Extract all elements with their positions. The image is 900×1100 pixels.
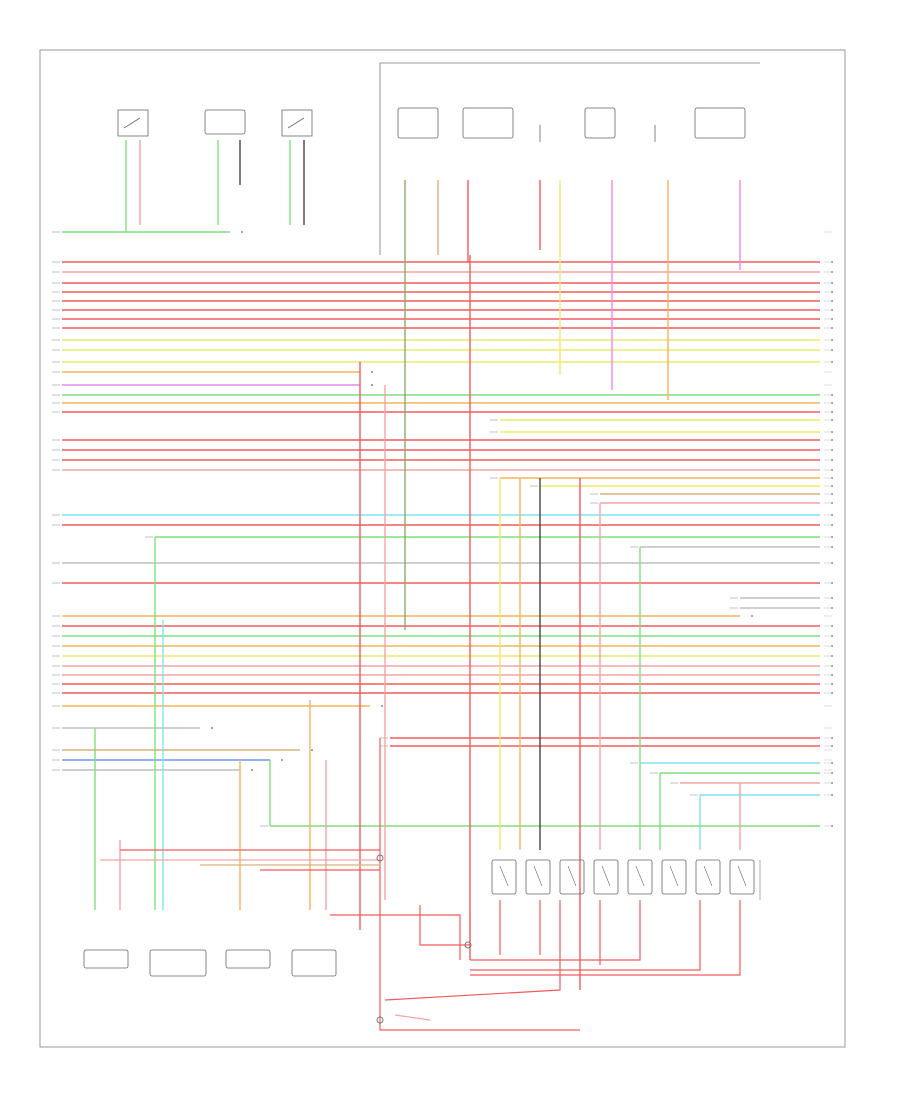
sensor-bottom-4	[291, 949, 337, 977]
brake-switch	[117, 109, 149, 137]
terminals	[824, 231, 832, 827]
module-connector-mark-5	[635, 865, 645, 887]
solenoid-b	[584, 107, 616, 139]
diagram-frame	[39, 49, 846, 1048]
module-connector-6	[661, 859, 687, 895]
terminal-dot-1	[241, 231, 243, 233]
sensor-bottom-1	[83, 949, 129, 969]
wire-route-10	[470, 900, 701, 971]
module-connector-4	[593, 859, 619, 895]
module-connector-mark-2	[533, 865, 543, 887]
terminal-dot-51	[251, 769, 253, 771]
components	[83, 107, 761, 1024]
sensor-bottom-3	[225, 949, 271, 969]
module-connector-mark-1	[499, 865, 509, 887]
terminal-dot-14	[371, 384, 373, 386]
module-connector-mark-3	[567, 865, 577, 887]
range-sensor	[204, 109, 246, 135]
splice-2	[376, 1016, 384, 1024]
transmission-sensor-1	[397, 107, 439, 139]
terminal-dot-45	[381, 705, 383, 707]
wire-route-9	[470, 900, 641, 961]
module-connector-mark-7	[703, 865, 713, 887]
transmission-sensor-2	[462, 107, 514, 139]
terminal-dot-50	[281, 759, 283, 761]
horizontal-wires	[52, 231, 833, 827]
brake-switch-contact	[123, 117, 141, 129]
transmission-temp-sensor	[694, 107, 746, 139]
module-connector-3	[559, 859, 585, 895]
module-connector-7	[695, 859, 721, 895]
terminal-dot-36	[751, 615, 753, 617]
cruise-switch	[281, 109, 313, 137]
module-connector-5	[627, 859, 653, 895]
splice-1	[376, 854, 384, 862]
vertical-wires	[94, 140, 741, 1031]
module-connector-1	[491, 859, 517, 895]
wire-route-14	[384, 900, 561, 1001]
module-connector-mark-4	[601, 865, 611, 887]
sensor-bottom-2	[149, 949, 207, 977]
wire-route-7	[419, 905, 470, 946]
terminal-dot-13	[371, 371, 373, 373]
wire-route-1	[379, 738, 580, 1031]
module-connector-8	[729, 859, 755, 895]
wire-route-2	[394, 1014, 431, 1021]
splice-3	[464, 941, 472, 949]
terminal-dot-46	[211, 727, 213, 729]
wire-route-8	[330, 914, 461, 960]
cruise-switch-contact	[287, 117, 305, 129]
module-connector-mark-8	[737, 865, 747, 887]
module-connector-mark-6	[669, 865, 679, 887]
terminal-dot-49	[311, 749, 313, 751]
module-connector-2	[525, 859, 551, 895]
